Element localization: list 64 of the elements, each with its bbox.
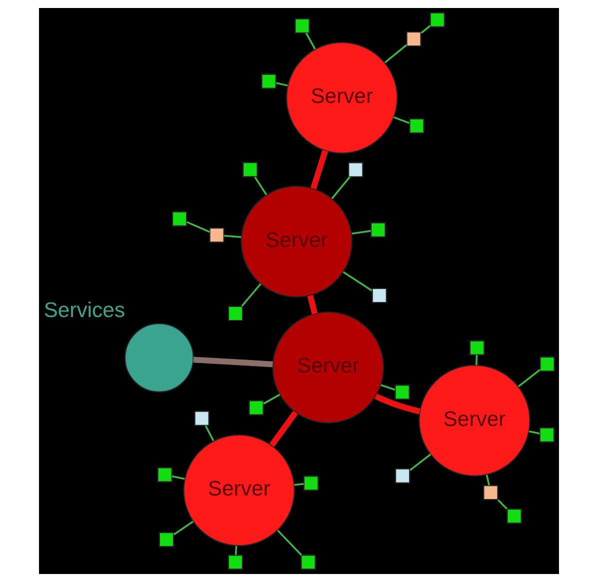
- node-box: [242, 162, 258, 178]
- node-box: [468, 340, 484, 356]
- connector: [330, 176, 350, 200]
- connector: [517, 368, 540, 388]
- connector: [254, 176, 267, 196]
- node-box: [171, 211, 187, 227]
- node-circle: Server: [182, 434, 295, 546]
- node-box: [158, 532, 174, 548]
- node-box: [394, 384, 410, 400]
- connector: [276, 530, 302, 556]
- node-box: [248, 400, 264, 416]
- connector: [268, 410, 298, 447]
- connector: [204, 425, 214, 442]
- connector: [374, 394, 420, 414]
- node-box: [370, 222, 386, 238]
- node-circle: Server: [285, 42, 398, 154]
- connector: [475, 354, 478, 366]
- connector: [310, 150, 328, 190]
- node-box: [394, 468, 410, 484]
- connector: [276, 82, 288, 86]
- node-box: [208, 227, 224, 243]
- node-box: [227, 306, 243, 322]
- node-box: [406, 31, 421, 47]
- node-box: [300, 554, 316, 570]
- node-label: Services: [43, 299, 124, 322]
- connector: [409, 454, 431, 471]
- connector: [240, 283, 261, 307]
- connector: [304, 32, 316, 50]
- connector: [262, 394, 280, 404]
- connector: [234, 546, 237, 555]
- node-circle: Server: [240, 186, 352, 298]
- node-box: [260, 74, 276, 89]
- connector: [192, 356, 272, 368]
- connector: [351, 230, 370, 234]
- connector: [306, 294, 318, 314]
- connector: [393, 116, 410, 124]
- connector: [420, 25, 430, 34]
- node-box: [348, 162, 363, 178]
- node-circle: [124, 323, 194, 393]
- node-box: [408, 118, 424, 134]
- connector: [172, 520, 194, 536]
- node-box: [194, 410, 209, 426]
- connector: [294, 483, 304, 486]
- connector: [186, 221, 210, 233]
- connector: [342, 271, 372, 292]
- node-box: [371, 288, 387, 304]
- node-circle: Server: [418, 364, 530, 477]
- node-box: [482, 484, 498, 500]
- node-box: [538, 427, 554, 443]
- connector: [528, 430, 540, 434]
- connector: [497, 499, 508, 510]
- node-box: [506, 508, 522, 524]
- connector: [171, 475, 184, 480]
- connector: [380, 384, 395, 391]
- node-box: [227, 554, 243, 570]
- node-box: [429, 12, 445, 28]
- connector: [223, 234, 241, 238]
- node-box: [156, 467, 172, 482]
- connector: [384, 44, 407, 64]
- node-box: [294, 18, 310, 34]
- connector: [485, 474, 490, 486]
- node-circle: Server: [272, 311, 384, 424]
- node-box: [539, 356, 554, 372]
- node-box: [302, 476, 318, 491]
